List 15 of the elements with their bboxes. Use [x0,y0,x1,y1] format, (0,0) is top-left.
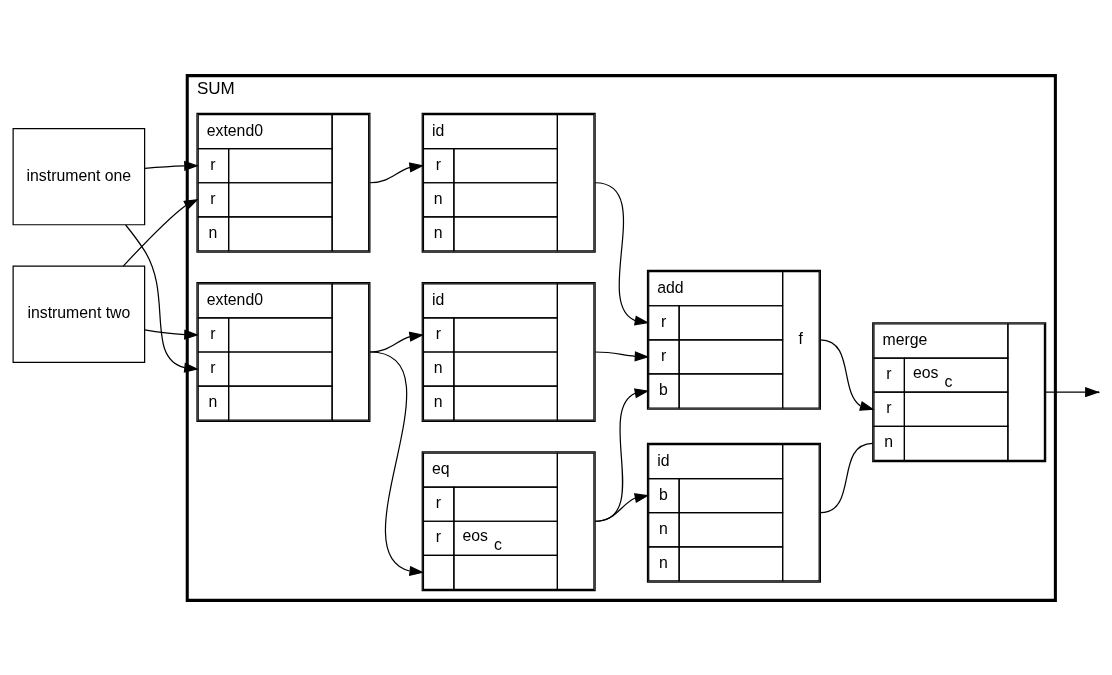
connector [819,442,874,513]
arrow [594,492,650,522]
arrow [369,331,425,353]
node-box: instrument one [12,127,146,225]
arrow [594,181,650,326]
arrow [369,350,425,576]
node-box: instrument two [12,265,146,363]
arrow [594,387,650,522]
arrow [594,350,650,361]
arrow [125,223,199,373]
arrow [369,161,425,183]
arrow [144,160,199,171]
arrow [144,328,199,340]
arrow [819,338,875,411]
arrow [122,198,199,267]
